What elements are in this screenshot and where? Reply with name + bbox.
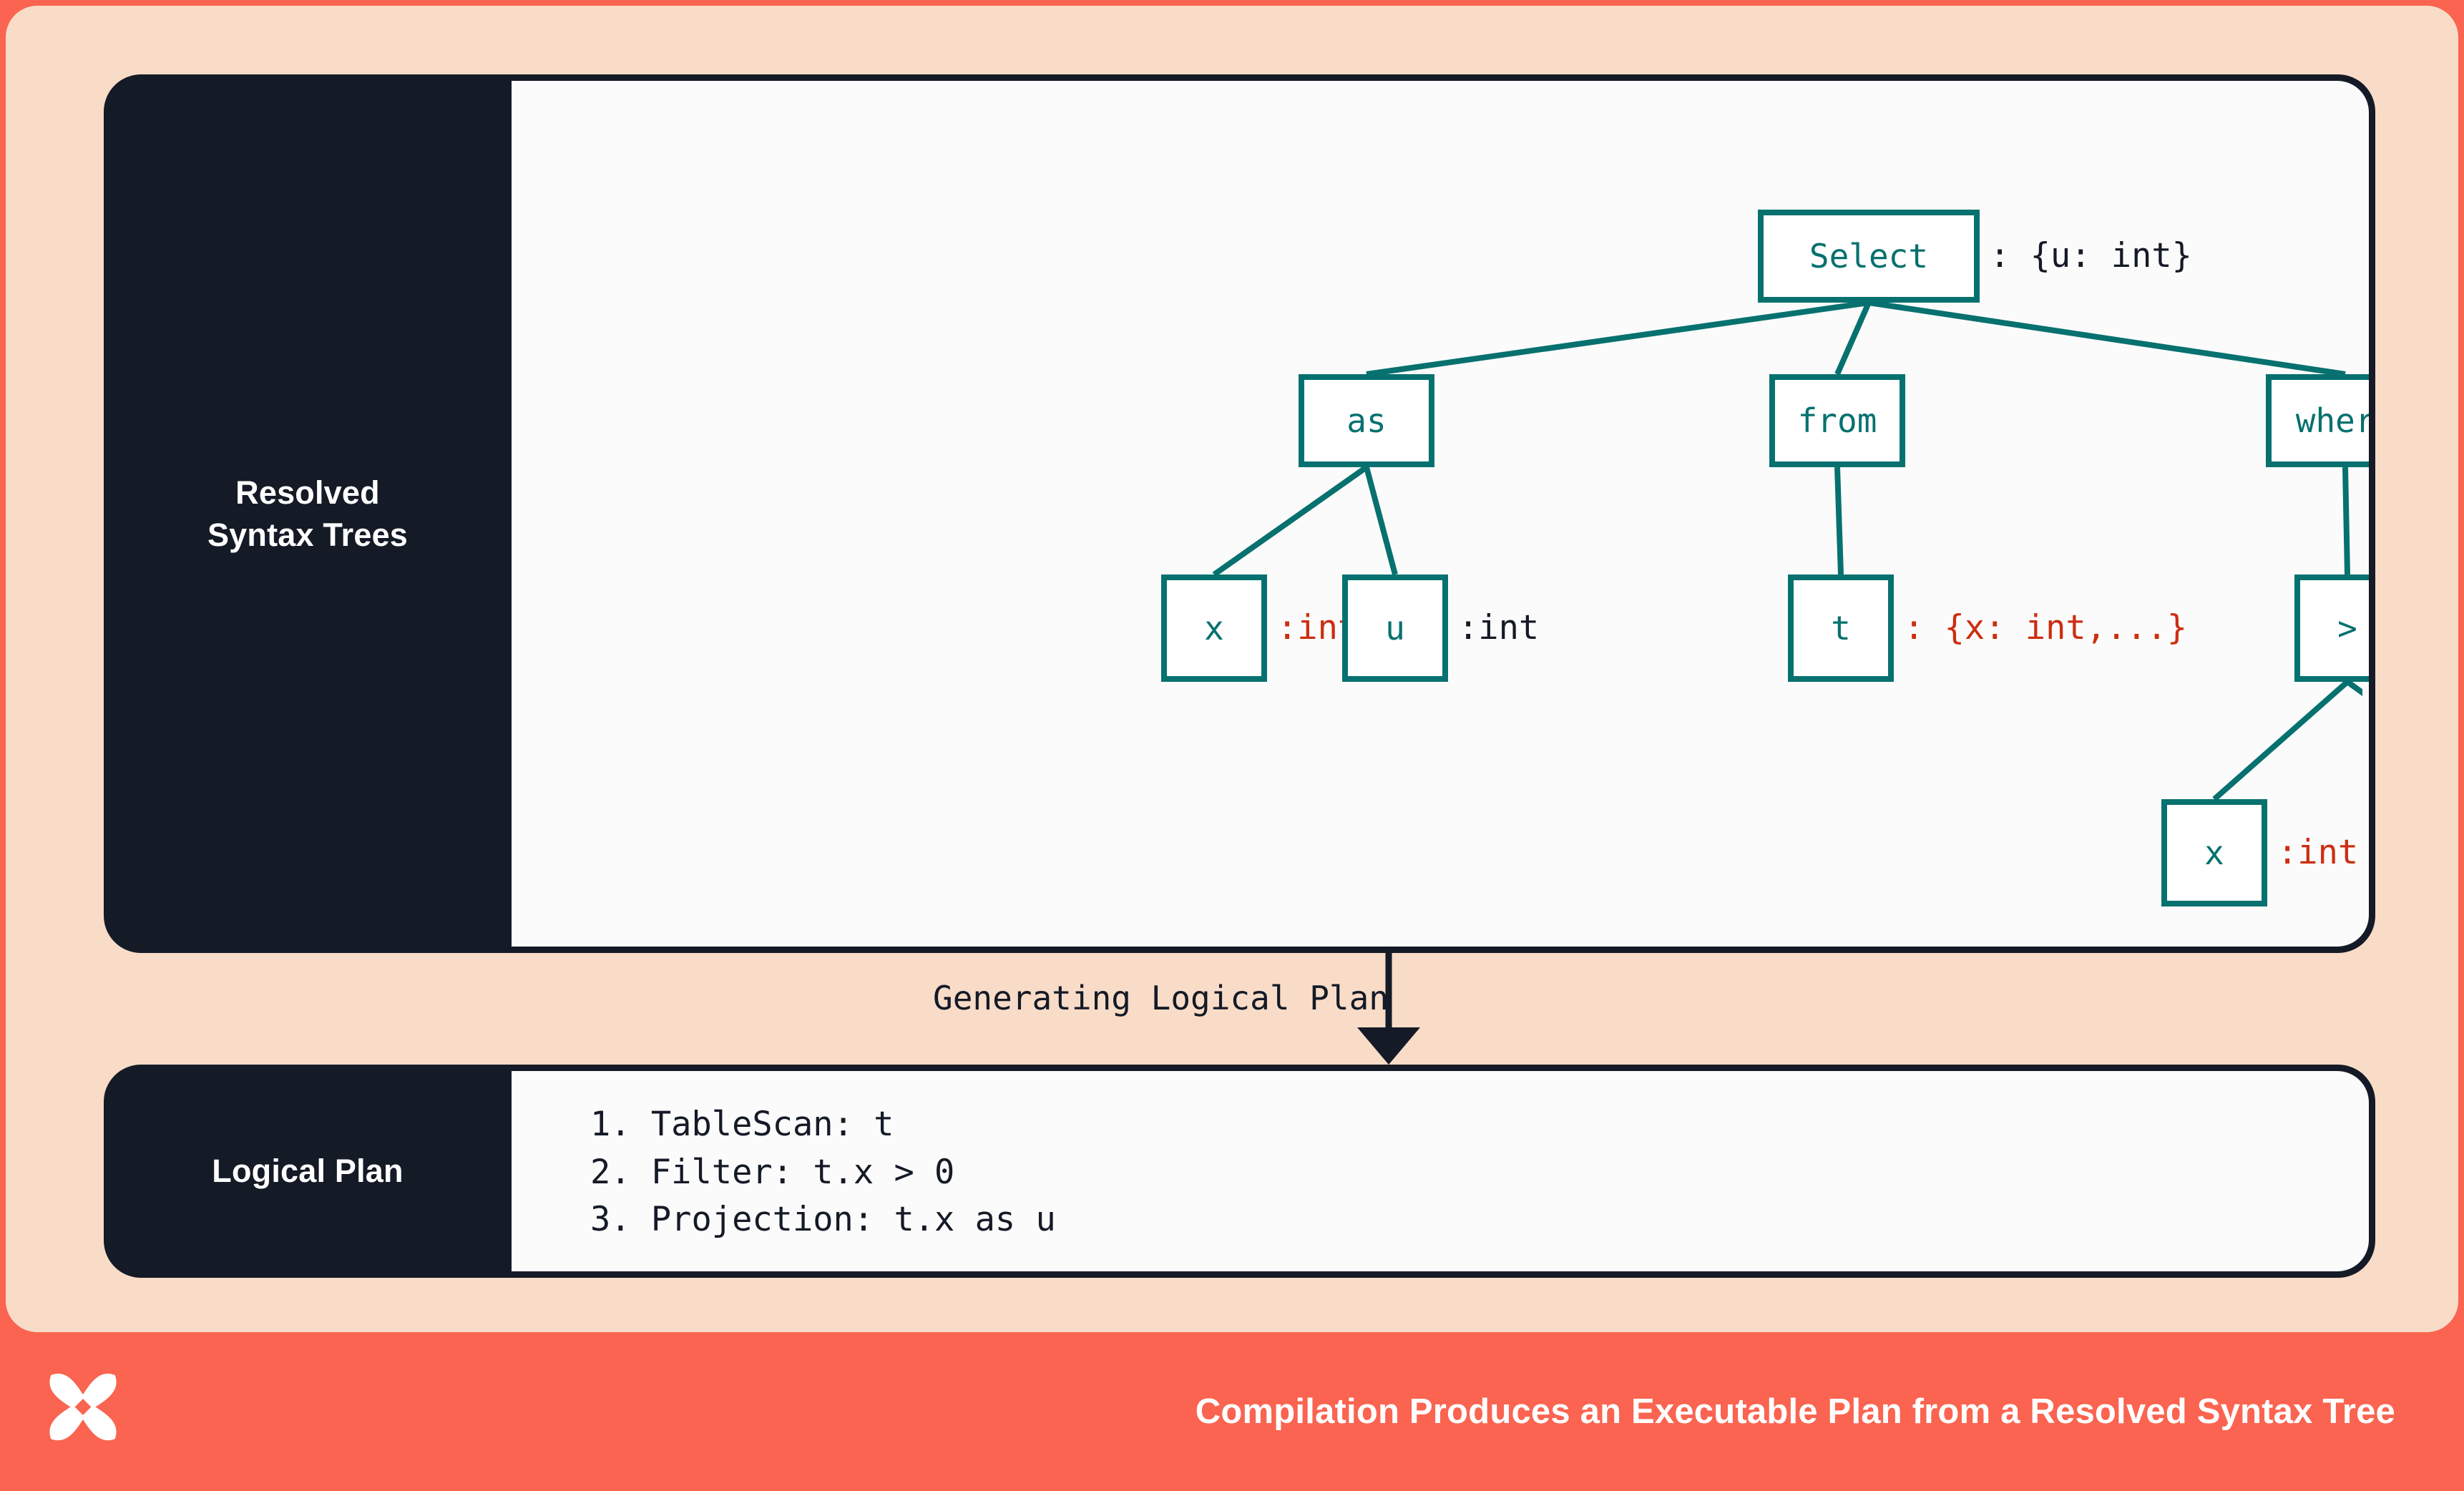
logical-plan-card: Logical Plan 1. TableScan: t 2. Filter: t… [104, 1065, 2375, 1278]
plan-step-3: 3. Projection: t.x as u [590, 1200, 1056, 1240]
tree-node-gt-x: x [2161, 799, 2267, 906]
syntax-tree-panel: Select : {u: int} as from where x :int u :int t : … [512, 81, 2369, 947]
tree-node-as-u: u [1342, 575, 1448, 682]
tree-node-as: as [1299, 374, 1434, 467]
resolved-syntax-trees-label: Resolved Syntax Trees [104, 74, 512, 953]
footer-bar: Compilation Produces an Executable Plan … [0, 1332, 2464, 1491]
tree-node-as-x: x [1161, 575, 1267, 682]
logical-plan-panel: 1. TableScan: t 2. Filter: t.x > 0 3. Proj… [512, 1071, 2369, 1271]
footer-caption: Compilation Produces an Executable Plan … [1195, 1392, 2395, 1431]
tree-edge-gt-gt-0 [2345, 679, 2362, 697]
bowtie-x-logo-icon [49, 1373, 117, 1441]
tree-edge-gt-gt-x [2212, 679, 2350, 802]
rst-label-line1: Resolved [235, 474, 380, 511]
tree-node-from: from [1769, 374, 1905, 467]
tree-edge-select-as [1366, 300, 1869, 377]
resolved-syntax-trees-card: Resolved Syntax Trees Select : {u: int} as… [104, 74, 2375, 953]
tree-edge-as-as-x [1212, 464, 1369, 577]
tree-edges [1212, 300, 2362, 802]
rst-label-line2: Syntax Trees [207, 517, 409, 553]
plan-step-1: 1. TableScan: t [590, 1105, 894, 1144]
type-annotation-as-u: :int [1458, 608, 1540, 647]
type-annotation-from-t: : {x: int,...} [1904, 608, 2188, 647]
transition-arrow-group: Generating Logical Plan [104, 953, 2375, 1065]
tree-edge-from-from-t [1834, 466, 1844, 575]
tree-edge-select-where [1868, 300, 2346, 377]
tree-node-from-t: t [1788, 575, 1894, 682]
transition-label: Generating Logical Plan [933, 979, 1389, 1017]
tree-node-gt: > [2294, 575, 2369, 682]
logical-plan-steps: 1. TableScan: t 2. Filter: t.x > 0 3. Proj… [590, 1101, 1056, 1244]
type-annotation-select: : {u: int} [1990, 236, 2192, 275]
tree-edge-select-from [1834, 301, 1872, 376]
tree-edge-as-as-u [1364, 466, 1398, 576]
slide-canvas: Resolved Syntax Trees Select : {u: int} as… [6, 6, 2458, 1332]
downward-arrow-icon [1357, 953, 1420, 1065]
type-annotation-gt-x: :int [2277, 833, 2359, 872]
logical-plan-label: Logical Plan [212, 1153, 404, 1190]
tree-node-where: where [2266, 374, 2369, 467]
tree-edge-where-gt [2342, 466, 2350, 575]
plan-step-2: 2. Filter: t.x > 0 [590, 1152, 955, 1192]
tree-node-select: Select [1758, 210, 1980, 303]
